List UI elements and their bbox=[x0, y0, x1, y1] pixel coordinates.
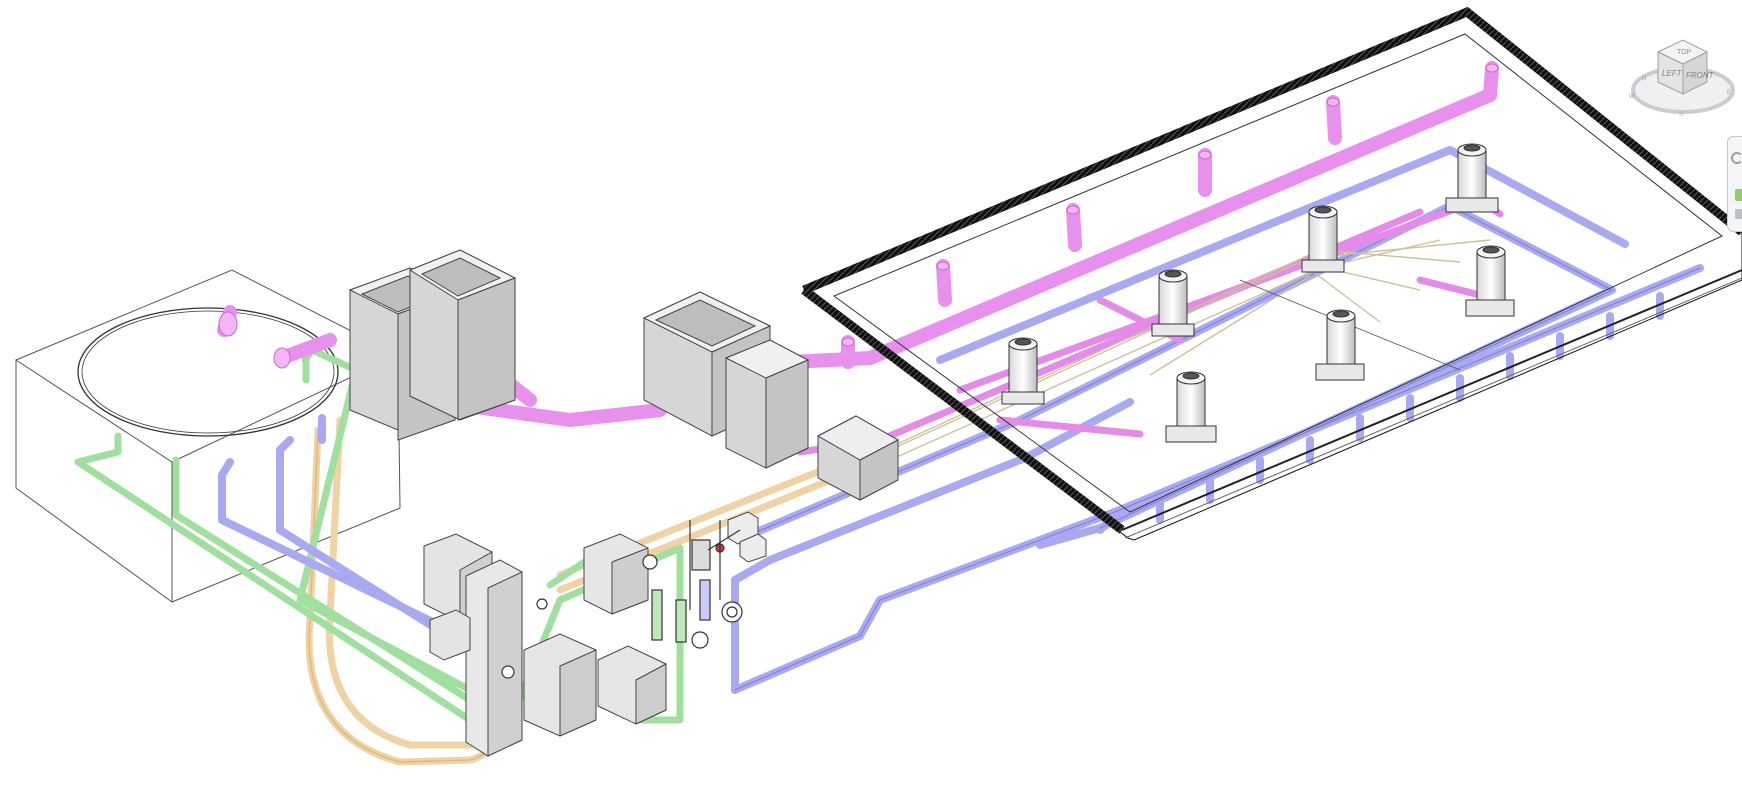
pump-motor bbox=[1445, 143, 1499, 213]
pump-motor bbox=[1315, 309, 1365, 381]
navigation-bar[interactable] bbox=[1727, 136, 1742, 232]
zoom-icon[interactable] bbox=[1735, 189, 1742, 201]
basin-frame[interactable] bbox=[801, 6, 1742, 541]
steering-wheel-icon[interactable] bbox=[1731, 152, 1742, 164]
viewcube-front-label[interactable]: FRONT bbox=[1686, 71, 1715, 80]
viewcube-left-label[interactable]: LEFT bbox=[1662, 69, 1683, 78]
pan-icon[interactable] bbox=[1735, 209, 1742, 219]
pump-motor bbox=[1301, 205, 1345, 273]
pump-motor bbox=[1001, 337, 1045, 405]
pump-motors[interactable] bbox=[1001, 143, 1515, 443]
wet-well-chambers[interactable] bbox=[348, 249, 900, 501]
valve-assembly[interactable] bbox=[501, 520, 743, 679]
viewcube-top-label[interactable]: TOP bbox=[1677, 49, 1692, 56]
viewcube[interactable]: TOP LEFT FRONT N E S W bbox=[1625, 32, 1742, 132]
viewcube-compass-south[interactable]: S bbox=[1679, 112, 1683, 118]
viewcube-compass-north[interactable]: N bbox=[1642, 76, 1646, 82]
viewcube-compass-east[interactable]: E bbox=[1727, 90, 1731, 96]
pump-skid[interactable] bbox=[423, 511, 767, 757]
pump-motor bbox=[1165, 371, 1217, 443]
pump-motor bbox=[1465, 245, 1515, 317]
pump-motor bbox=[1151, 269, 1195, 337]
viewcube-cube[interactable] bbox=[1656, 39, 1709, 95]
viewcube-compass-west[interactable]: W bbox=[1629, 94, 1635, 100]
